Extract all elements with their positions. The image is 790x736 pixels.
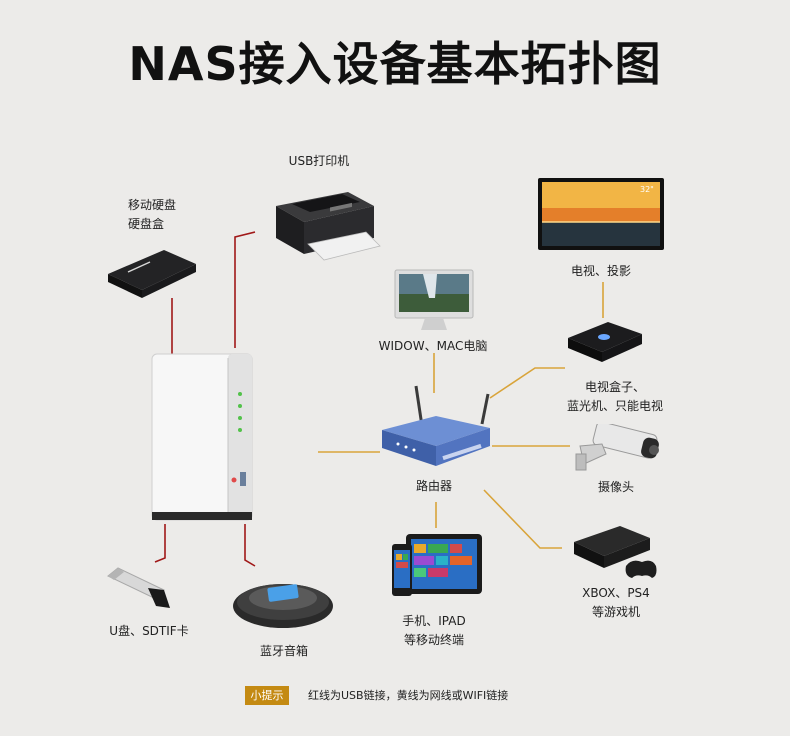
label-printer: USB打印机 [288,154,350,168]
tv-box-icon [568,322,642,362]
label-usb: U盘、SDTIF卡 [109,624,189,638]
note-text: 红线为USB链接，黄线为网线或WIFI链接 [308,689,509,702]
usb-link-speaker [244,524,256,567]
label-pc: WIDOW、MAC电脑 [378,339,488,353]
mobile-devices-icon [392,534,482,596]
speaker-icon [233,584,333,628]
label-mobile-line1: 手机、IPAD [402,614,466,628]
label-console-line2: 等游戏机 [591,605,640,619]
usb-links [154,231,256,567]
label-tv: 电视、投影 [570,264,631,278]
net-link-console [483,489,562,549]
router-icon [382,385,490,466]
label-speaker: 蓝牙音箱 [259,644,308,658]
game-console-icon [574,526,657,578]
nas-icon [151,353,253,521]
label-camera: 摄像头 [597,480,634,494]
label-box-line1: 电视盒子、 [584,380,645,394]
label-hdd-line1: 移动硬盘 [128,198,177,212]
label-router: 路由器 [415,479,452,493]
label-console-line1: XBOX、PS4 [582,586,650,600]
page-title: NAS接入设备基本拓扑图 [128,37,662,91]
printer-icon [276,192,381,261]
label-hdd-line2: 硬盘盒 [128,217,165,231]
usb-link-udisk [154,524,166,563]
network-links [318,282,604,549]
label-mobile-line2: 等移动终端 [403,633,464,647]
tv-icon: 32" [538,178,664,250]
note-tag: 小提示 [245,686,289,705]
monitor-icon [394,269,474,330]
net-link-box [489,367,565,399]
camera-icon [575,424,659,471]
tv-screen-text: 32" [640,185,654,194]
hard-drive-icon [108,250,196,298]
usb-link-printer [234,231,256,348]
usb-drive-icon [107,567,170,608]
label-box-line2: 蓝光机、只能电视 [566,399,663,413]
